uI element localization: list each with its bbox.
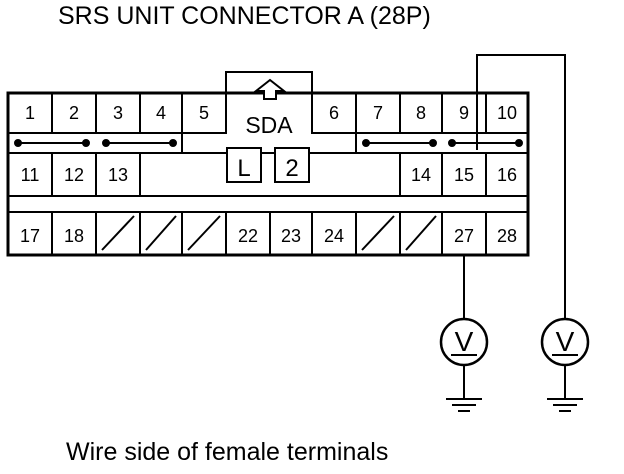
- empty-cavity-slash: [145, 215, 177, 251]
- shorting-bar-dot: [429, 139, 437, 147]
- terminal-label: 4: [156, 103, 166, 123]
- voltmeter-1: V: [439, 317, 489, 367]
- key-arrow-icon: [253, 78, 287, 100]
- shorting-bar-dot: [14, 139, 22, 147]
- ground-icon: [446, 398, 482, 412]
- terminal-label: 12: [64, 165, 84, 185]
- terminal-label: 14: [411, 165, 431, 185]
- sda-label: SDA: [245, 112, 293, 138]
- terminal-label: 24: [324, 226, 344, 246]
- diagonal-slashes: [101, 215, 437, 251]
- caption: Wire side of female terminals: [66, 438, 389, 466]
- probe-wires: [463, 54, 566, 398]
- terminal-label: 11: [21, 165, 40, 185]
- voltmeter-1-symbol: V: [455, 326, 474, 357]
- terminal-label: 13: [108, 165, 128, 185]
- shorting-bar-dot: [448, 139, 456, 147]
- shorting-bar-dot: [169, 139, 177, 147]
- key-box-left-label: L: [237, 155, 250, 182]
- terminal-label: 6: [329, 103, 339, 123]
- terminal-label: 16: [497, 165, 517, 185]
- empty-cavity-slash: [361, 215, 395, 251]
- key-box-right-label: 2: [285, 155, 298, 182]
- empty-cavity-slash: [405, 215, 437, 251]
- terminal-label: 9: [459, 103, 469, 123]
- key-box-right: [274, 147, 310, 183]
- empty-cavity-slash: [101, 215, 135, 251]
- key-box-left: [226, 147, 262, 183]
- shorting-bar-dot: [515, 139, 523, 147]
- cell-dividers: [51, 93, 487, 255]
- shorting-bar-dot: [362, 139, 370, 147]
- page-title: SRS UNIT CONNECTOR A (28P): [58, 2, 431, 30]
- connector-key-housing: [181, 71, 357, 154]
- shorting-bar-dot: [102, 139, 110, 147]
- voltmeter-2-symbol: V: [556, 326, 575, 357]
- terminal-label: 1: [25, 103, 35, 123]
- terminal-label: 5: [199, 103, 209, 123]
- terminal-label: 8: [416, 103, 426, 123]
- terminal-label: 27: [454, 226, 474, 246]
- terminal-label: 2: [69, 103, 79, 123]
- terminal-label: 7: [373, 103, 383, 123]
- terminal-label: 23: [281, 226, 301, 246]
- empty-cavity-slash: [187, 215, 221, 251]
- terminal-label: 3: [113, 103, 123, 123]
- terminal-label: 17: [20, 226, 40, 246]
- terminal-label: 15: [454, 165, 474, 185]
- voltmeter-2: V: [540, 317, 590, 367]
- shorting-bar-dot: [82, 139, 90, 147]
- terminal-label: 10: [497, 103, 517, 123]
- shorting-bars: [14, 139, 523, 147]
- ground-icon: [547, 398, 583, 412]
- terminal-label: 22: [238, 226, 258, 246]
- terminal-label: 18: [64, 226, 84, 246]
- terminal-label: 28: [497, 226, 517, 246]
